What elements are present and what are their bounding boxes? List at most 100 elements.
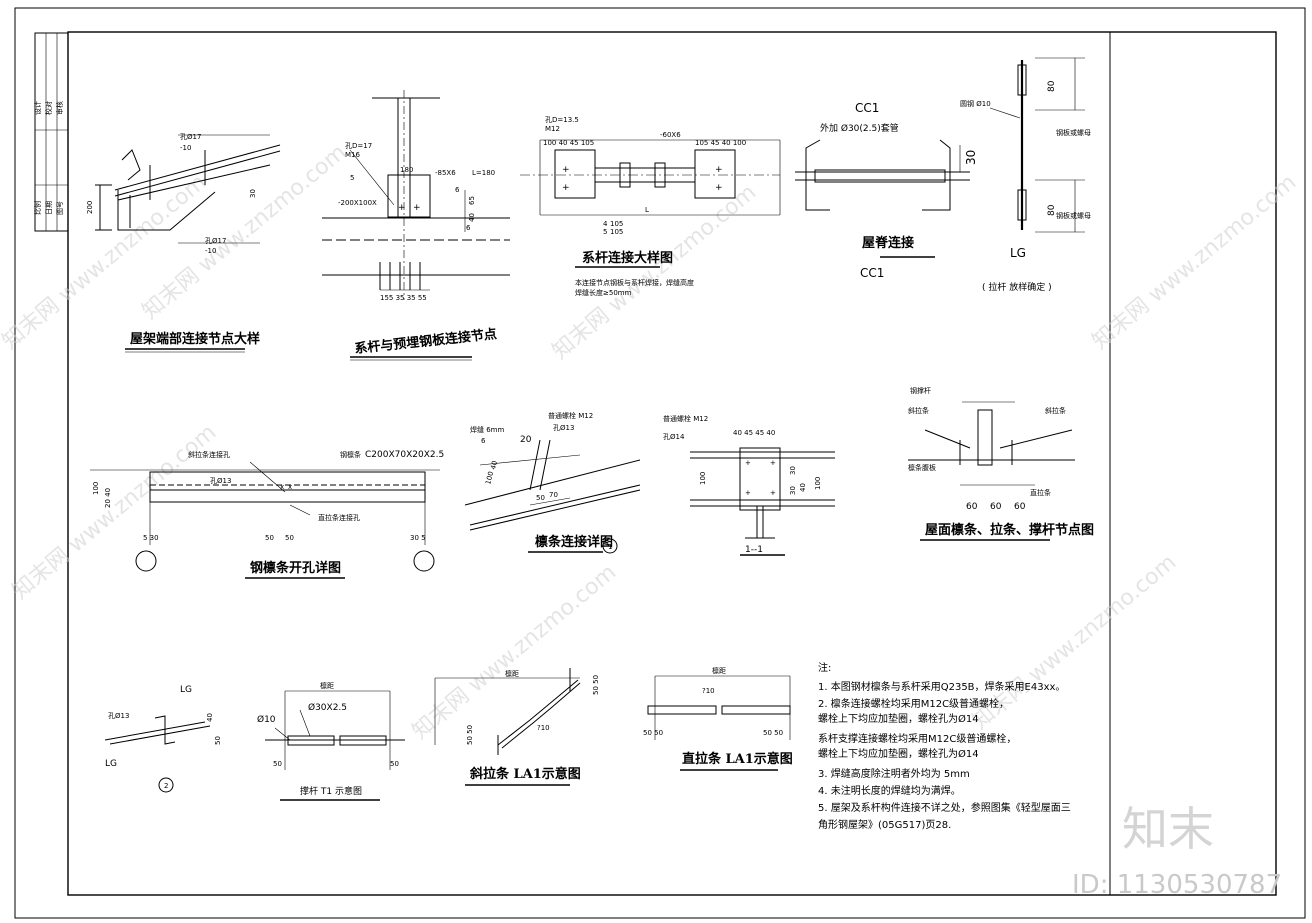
ph-d100: 100 xyxy=(92,482,100,495)
lg-d80a: 80 xyxy=(1047,80,1057,92)
outer-frame xyxy=(14,7,1306,919)
d2-lg-bottom: LG xyxy=(105,759,117,769)
roof-end-title: 屋架端部连接节点大样 xyxy=(130,331,260,347)
tb-r5: 日期 xyxy=(45,201,53,215)
d2-hole: 孔Ø13 xyxy=(108,712,129,720)
ph-d305: 30 5 xyxy=(410,534,426,542)
pc-d100: 100 xyxy=(484,471,495,486)
tie-embed-n6: 6 xyxy=(455,186,460,194)
tie-embed-plate-top: -85X6 xyxy=(435,169,456,177)
rn-diag: 斜拉条 xyxy=(908,406,929,415)
watermark-2: 知末网 www.znzmo.com xyxy=(138,140,351,325)
watermark-6: 知末网 www.znzmo.com xyxy=(408,560,621,745)
note-line-2: 2. 檩条连接螺栓均采用M12C级普通螺栓， xyxy=(818,697,1009,710)
pc-d70: 70 xyxy=(549,491,558,499)
note-line-1: 1. 本图钢材檩条与系杆采用Q235B，焊条采用E43xx。 xyxy=(818,680,1065,693)
detail-purlin-conn xyxy=(464,439,641,554)
sec-title: 1--1 xyxy=(745,545,763,555)
tb-r4: 比例 xyxy=(33,201,42,215)
tie-rod-note1: 本连接节点钢板与系杆焊接，焊缝高度 xyxy=(575,278,694,287)
notes-heading: 注: xyxy=(818,661,831,674)
tie-embed-title: 系杆与预埋钢板连接节点 xyxy=(354,326,498,357)
tie-rod-dims-right: 105 45 40 100 xyxy=(695,139,746,147)
note-line-7: 4. 未注明长度的焊缝均为满焊。 xyxy=(818,784,961,797)
detail-lg xyxy=(989,57,1085,233)
roof-end-plate2: -10 xyxy=(205,247,216,255)
tie-embed-n4: 40 xyxy=(468,213,476,222)
la1s-rod: ?10 xyxy=(702,687,715,695)
t1-rod: Ø10 xyxy=(257,714,276,725)
lg-note-b: 钢板或螺母 xyxy=(1056,211,1091,220)
detail-cc1 xyxy=(795,139,970,258)
sec-d30b: 30 xyxy=(789,486,797,495)
la1d-rod: ?10 xyxy=(537,724,550,732)
la1d-spacing: 檩距 xyxy=(505,669,519,678)
roof-end-bolt2: 孔Ø17 xyxy=(205,237,226,245)
ph-d550: 5 30 xyxy=(143,534,159,542)
tie-rod-plate: -60X6 xyxy=(660,131,681,139)
lg-note-a: 钢板或螺母 xyxy=(1056,128,1091,137)
la1d-d5050a: 50 50 xyxy=(592,675,600,695)
rn-d60c: 60 xyxy=(1014,502,1026,512)
ph-d50b: 50 xyxy=(285,534,294,542)
tie-embed-n65: 65 xyxy=(468,196,476,205)
tie-embed-bolt: M16 xyxy=(345,151,360,159)
tie-embed-hole: 孔D=17 xyxy=(345,142,372,150)
title-block: 设计 校对 审核 比例 日期 图号 xyxy=(33,32,69,232)
notes-block: 注: 1. 本图钢材檩条与系杆采用Q235B，焊条采用E43xx。 2. 檩条连… xyxy=(818,661,1071,831)
note-line-4: 系杆支撑连接螺栓均采用M12C级普通螺栓， xyxy=(818,732,1016,745)
sec-d40: 40 xyxy=(799,483,807,492)
sec-plus4: + xyxy=(770,489,776,497)
sec-d30a: 30 xyxy=(789,466,797,475)
watermark-3: 知末网 www.znzmo.com xyxy=(548,180,761,365)
d2-d50: 50 xyxy=(214,736,222,745)
roof-end-dim-h: 200 xyxy=(86,201,94,214)
watermark-4: 知末网 www.znzmo.com xyxy=(1088,170,1301,355)
t1-pipe: Ø30X2.5 xyxy=(308,702,347,713)
sec-hole: 孔Ø14 xyxy=(663,433,685,441)
roof-end-plate1: -10 xyxy=(180,144,191,152)
tie-embed-dims-bottom: 155 35 35 55 xyxy=(380,294,427,302)
la1s-d5050b: 50 50 xyxy=(763,729,783,737)
rn-d60b: 60 xyxy=(990,502,1002,512)
detail-section-11 xyxy=(690,447,835,556)
tie-rod-dims-left: 100 40 45 105 xyxy=(543,139,594,147)
t1-d50b: 50 xyxy=(390,760,399,768)
pc-circ: 1 xyxy=(608,543,612,551)
pc-d20: 20 xyxy=(520,435,532,445)
la1d-title: 斜拉条 LA1示意图 xyxy=(469,766,581,782)
detail-roof-end xyxy=(95,134,281,244)
sec-d100a: 100 xyxy=(699,472,707,485)
watermark-5: 知末网 www.znzmo.com xyxy=(8,420,221,605)
ph-hole: 孔Ø13 xyxy=(210,477,231,485)
ph-label-steel: 钢檩条 xyxy=(340,450,361,459)
pc-d50: 50 xyxy=(536,494,545,502)
sec-bolt: 普通螺栓 M12 xyxy=(663,414,708,423)
rn-diag2: 斜拉条 xyxy=(1045,406,1066,415)
pc-bolt: 普通螺栓 M12 xyxy=(548,411,593,420)
tie-embed-n6b: 6 xyxy=(466,224,471,232)
tie-rod-plus2: + xyxy=(562,183,570,193)
tie-embed-plus2: + xyxy=(413,203,421,213)
ph-x2: x xyxy=(288,483,292,491)
inner-frame xyxy=(67,31,1277,896)
roof-end-dim-s: 30 xyxy=(249,189,257,198)
tie-rod-note2: 焊缝长度≥50mm xyxy=(575,288,632,297)
ph-d2040: 20 40 xyxy=(104,488,112,508)
cc1-label: CC1 xyxy=(855,101,879,115)
tb-r6: 图号 xyxy=(56,201,64,215)
la1s-title: 直拉条 LA1示意图 xyxy=(682,751,793,767)
watermark-1: 知末网 www.znzmo.com xyxy=(0,170,211,355)
sec-plus3: + xyxy=(745,489,751,497)
detail-roof-node xyxy=(908,401,1075,541)
detail-2 xyxy=(104,715,211,793)
tie-rod-d5: 5 xyxy=(603,228,607,236)
tb-r2: 校对 xyxy=(44,101,53,115)
note-line-3: 螺栓上下均应加垫圈，螺栓孔为Ø14 xyxy=(818,712,979,725)
tie-rod-bolt: M12 xyxy=(545,125,560,133)
tie-embed-plate: -200X100X xyxy=(338,199,377,207)
cc1-sub: CC1 xyxy=(860,266,884,280)
roof-node-title: 屋面檩条、拉条、撑杆节点图 xyxy=(925,522,1094,538)
pc-d40: 40 xyxy=(489,460,499,471)
